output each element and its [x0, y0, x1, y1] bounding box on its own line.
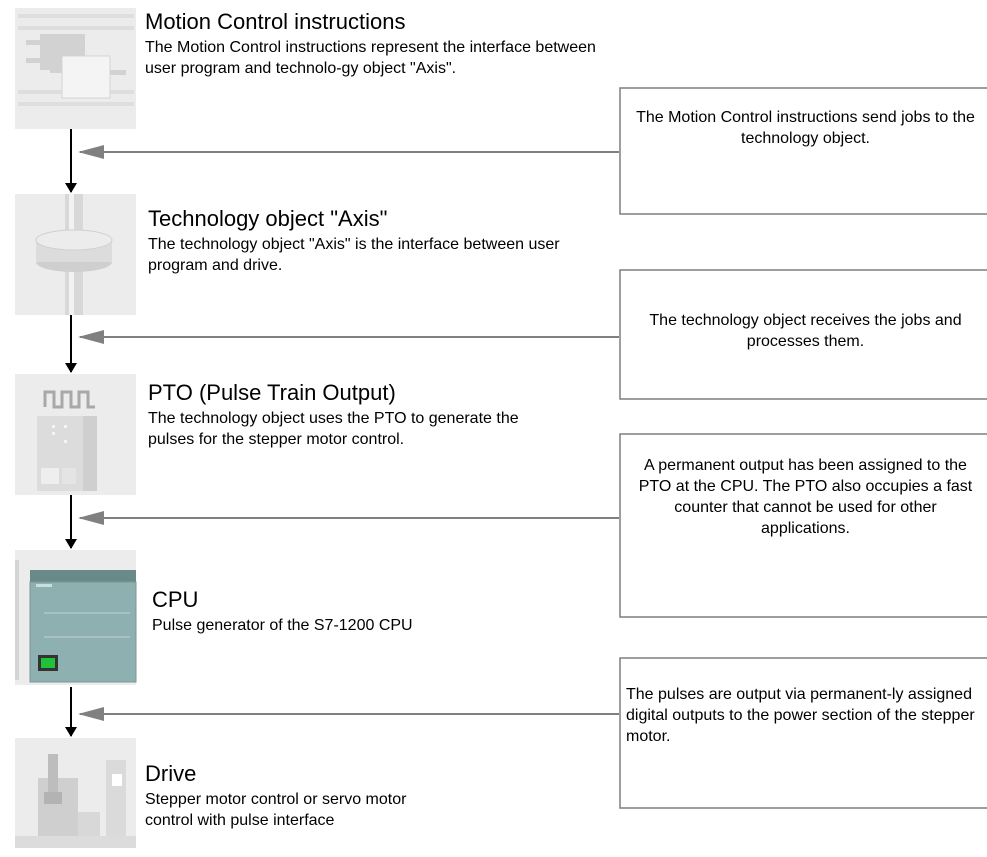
pulse-train-icon: [15, 374, 136, 495]
cpu-module-icon: [15, 550, 137, 685]
block-title: Motion Control instructions: [145, 9, 406, 34]
note-processes-jobs: The technology object receives the jobs …: [628, 310, 983, 352]
note-permanent-output: A permanent output has been assigned to …: [628, 455, 983, 539]
note-pulses-output: The pulses are output via permanent-ly a…: [626, 684, 976, 747]
block-description: Stepper motor control or servo motor con…: [145, 791, 407, 829]
block-title: PTO (Pulse Train Output): [148, 380, 396, 405]
motion-control-blocks-icon: [15, 8, 136, 129]
note-text: A permanent output has been assigned to …: [638, 457, 973, 537]
block-title: Technology object "Axis": [148, 206, 388, 231]
block-description: The technology object "Axis" is the inte…: [148, 236, 560, 274]
block-description: Pulse generator of the S7-1200 CPU: [152, 617, 413, 634]
block-title: Drive: [145, 761, 197, 786]
note-send-jobs: The Motion Control instructions send job…: [628, 107, 983, 149]
drive-icon: [15, 738, 136, 848]
block-description: The technology object uses the PTO to ge…: [148, 410, 519, 448]
block-title: CPU: [152, 587, 199, 612]
note-text: The technology object receives the jobs …: [649, 312, 962, 350]
block-description: The Motion Control instructions represen…: [145, 39, 596, 77]
note-text: The Motion Control instructions send job…: [636, 109, 975, 147]
pointer-arrows: [78, 145, 619, 721]
axis-object-icon: [15, 194, 136, 315]
note-text: The pulses are output via permanent-ly a…: [626, 686, 975, 745]
note-brackets: [619, 87, 987, 809]
